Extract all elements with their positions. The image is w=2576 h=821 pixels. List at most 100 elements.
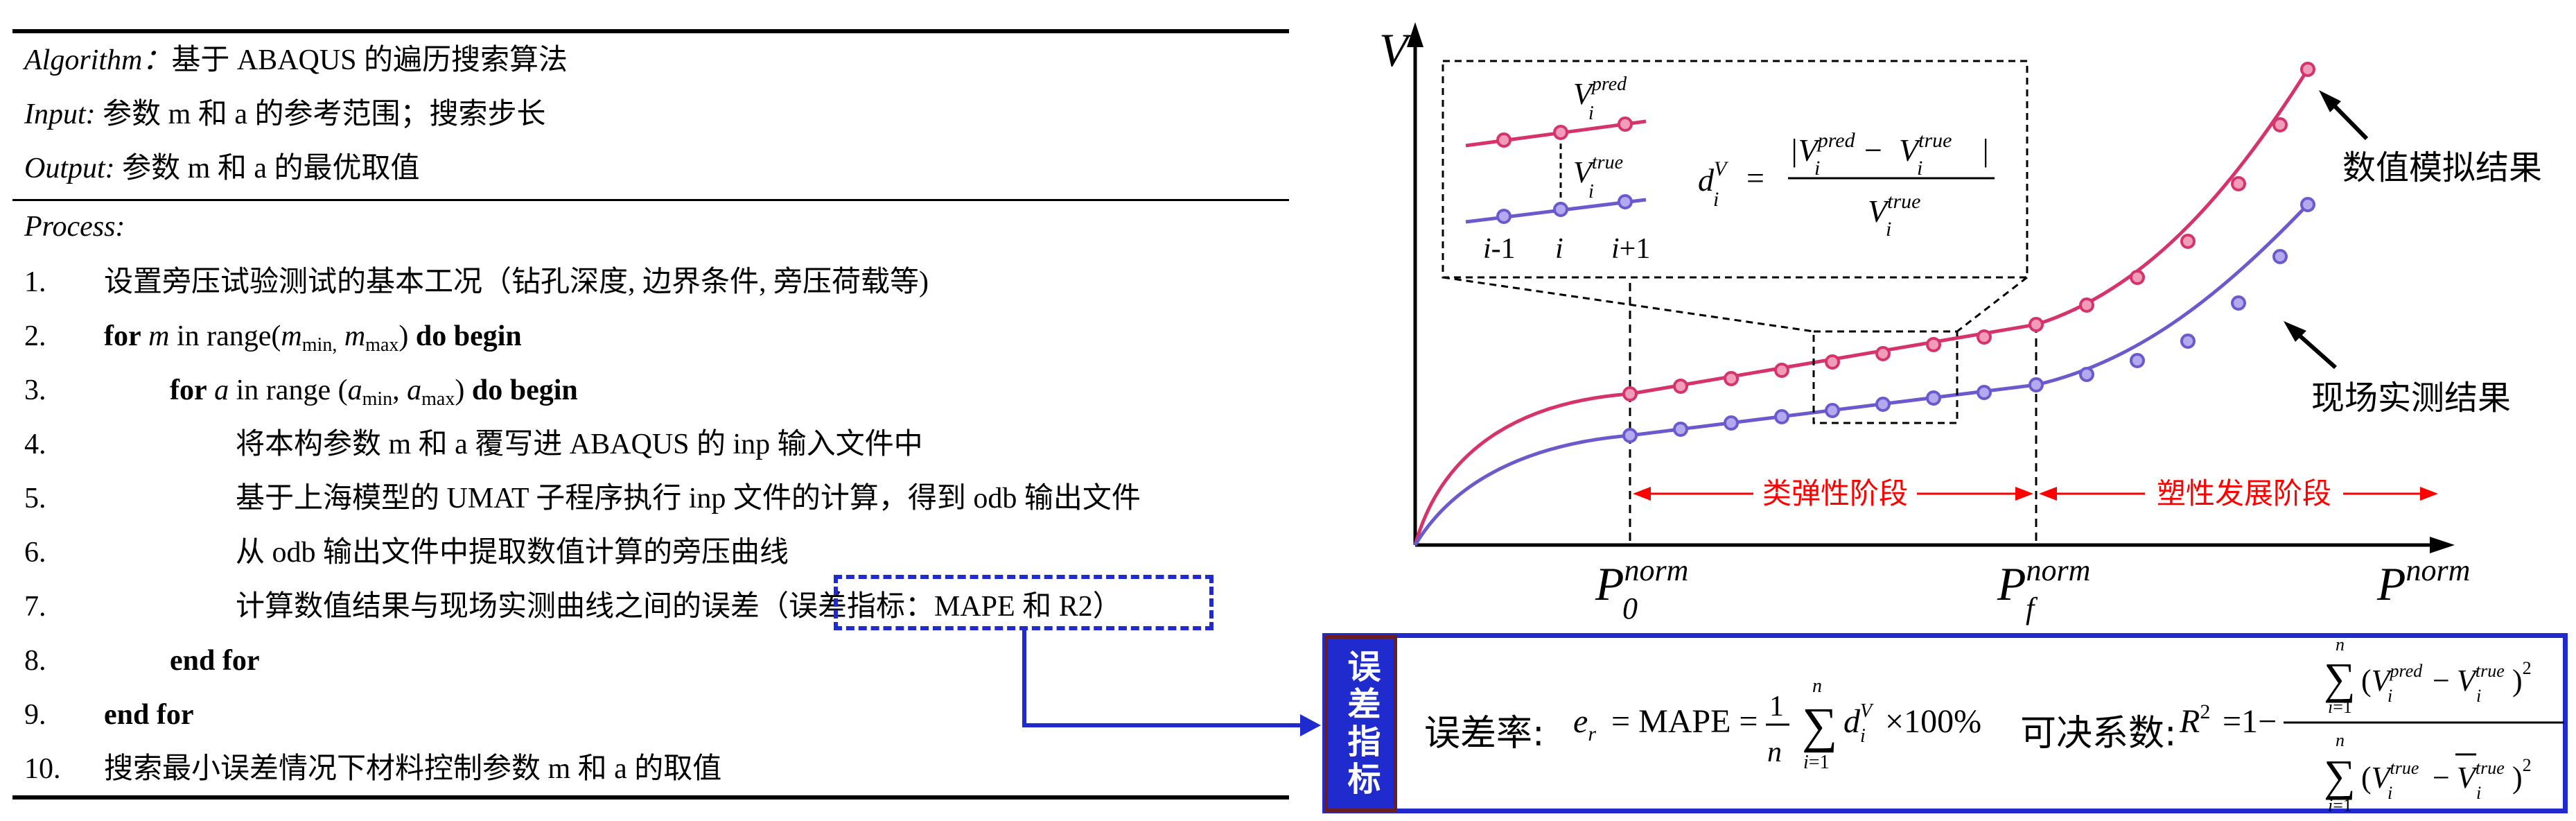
svg-text:i=1: i=1 <box>2328 795 2352 815</box>
sim-point <box>1875 346 1891 361</box>
step-number: 3. <box>24 374 46 406</box>
algorithm-label: Algorithm： <box>24 44 172 76</box>
plastic-label: 塑性发展阶段 <box>2157 478 2331 510</box>
sim-point <box>2079 297 2094 313</box>
step-number: 1. <box>24 266 46 298</box>
sim-point <box>2231 176 2246 191</box>
inset-tick-i: i <box>1555 233 1563 265</box>
step-text: end for <box>170 645 260 677</box>
sim-point <box>2272 117 2288 132</box>
inset-meas-point <box>1618 194 1633 209</box>
y-axis-arrow <box>1407 22 1423 47</box>
svg-text:dVi: dVi <box>1843 700 1874 747</box>
svg-text:i=1: i=1 <box>1803 752 1830 773</box>
svg-text:R2: R2 <box>2180 700 2210 740</box>
error-indicator-highlight <box>834 575 1213 630</box>
error-metrics-tag: 误差指标 <box>1324 635 1397 812</box>
elastic-label: 类弹性阶段 <box>1762 478 1908 510</box>
step-text: 计算数值结果与现场实测曲线之间的误差（误差指标：MAPE 和 R2） <box>236 591 1122 623</box>
meas-point <box>1926 390 1941 406</box>
x-axis-arrow <box>2430 537 2455 553</box>
svg-text:= MAPE =: = MAPE = <box>1611 703 1758 740</box>
step-text: 设置旁压试验测试的基本工况（钻孔深度, 边界条件, 旁压荷载等) <box>104 266 929 298</box>
step-number: 4. <box>24 429 46 460</box>
output-line: Output: 参数 m 和 a 的最优取值 <box>24 151 419 186</box>
meas-point <box>1825 403 1840 418</box>
meas-point <box>1724 415 1739 431</box>
meas-point <box>1977 385 1992 400</box>
sim-point <box>1825 354 1840 370</box>
step-text: for m in range(mmin, mmax) do begin <box>104 320 522 356</box>
step-8: 8. end for <box>24 643 260 678</box>
step-7: 7.计算数值结果与现场实测曲线之间的误差（误差指标：MAPE 和 R2） <box>24 589 1122 624</box>
zoom-region <box>1812 330 1959 424</box>
step-number: 5. <box>24 483 46 515</box>
svg-text:er: er <box>1573 703 1596 745</box>
sim-label: 数值模拟结果 <box>2342 150 2542 187</box>
step-text: 基于上海模型的 UMAT 子程序执行 inp 文件的计算，得到 odb 输出文件 <box>236 483 1141 515</box>
sim-point <box>1724 371 1739 386</box>
top-rule <box>12 29 1289 33</box>
meas-point <box>1774 409 1789 424</box>
svg-text:=1−: =1− <box>2223 703 2277 740</box>
output-text: 参数 m 和 a 的最优取值 <box>122 153 420 184</box>
sim-point <box>1774 363 1789 378</box>
step-text: end for <box>104 699 194 731</box>
meas-point <box>2231 295 2246 311</box>
sim-point <box>1926 337 1941 352</box>
inset-tick-im1: i-1 <box>1483 233 1516 265</box>
process-label: Process: <box>24 209 125 244</box>
algorithm-title: Algorithm：基于 ABAQUS 的遍历搜索算法 <box>24 43 568 78</box>
svg-text:×100%: ×100% <box>1885 703 1981 740</box>
error-metrics-tag-text: 误差指标 <box>1341 648 1381 799</box>
sim-point <box>2300 62 2315 77</box>
svg-text:n: n <box>1767 736 1782 768</box>
svg-text:n: n <box>1812 675 1822 697</box>
step-10: 10.搜索最小误差情况下材料控制参数 m 和 a 的取值 <box>24 752 721 786</box>
simulation-points <box>1622 62 2315 401</box>
sim-point <box>2130 270 2145 285</box>
svg-text:n: n <box>2336 730 2345 750</box>
measured-points <box>1622 197 2315 443</box>
step-2: 2. for m in range(mmin, mmax) do begin <box>24 319 522 363</box>
meas-point <box>2130 353 2145 368</box>
r2-label: 可决系数: <box>2020 713 2177 754</box>
x-axis-label: Pnorm <box>2376 553 2470 610</box>
inset-meas-point <box>1496 209 1512 224</box>
sim-point <box>1977 329 1992 345</box>
input-text: 参数 m 和 a 的参考范围；搜索步长 <box>103 98 546 130</box>
y-axis-label: V <box>1379 24 1413 76</box>
meas-label: 现场实测结果 <box>2311 380 2511 417</box>
svg-text:=: = <box>1746 160 1764 196</box>
svg-text:n: n <box>2336 637 2345 655</box>
step-1: 1. 设置旁压试验测试的基本工况（钻孔深度, 边界条件, 旁压荷载等) <box>24 265 929 300</box>
mid-rule <box>12 199 1289 201</box>
zoom-link-right <box>1956 276 2028 333</box>
meas-point <box>2300 197 2315 212</box>
step-number: 2. <box>24 320 46 352</box>
step-number: 10. <box>24 753 61 785</box>
meas-point <box>1673 422 1688 437</box>
svg-text:1: 1 <box>1769 691 1784 723</box>
step-5: 5. 基于上海模型的 UMAT 子程序执行 inp 文件的计算，得到 odb 输出… <box>24 481 1141 516</box>
step-number: 6. <box>24 537 46 569</box>
sim-point <box>2029 317 2044 332</box>
step-number: 8. <box>24 645 46 677</box>
step-3: 3.for a in range (amin, amax) do begin <box>24 373 578 417</box>
step-number: 9. <box>24 699 46 731</box>
meas-point <box>1875 397 1891 412</box>
bottom-rule <box>12 795 1289 800</box>
sim-point <box>1622 386 1638 401</box>
meas-point <box>2272 249 2288 264</box>
sim-pointer-head <box>2319 90 2341 112</box>
step-text: 将本构参数 m 和 a 覆写进 ABAQUS 的 inp 输入文件中 <box>236 429 923 460</box>
process-label-text: Process: <box>24 211 125 243</box>
error-rate-label: 误差率: <box>1424 713 1545 754</box>
step-text: 从 odb 输出文件中提取数值计算的旁压曲线 <box>236 537 789 569</box>
